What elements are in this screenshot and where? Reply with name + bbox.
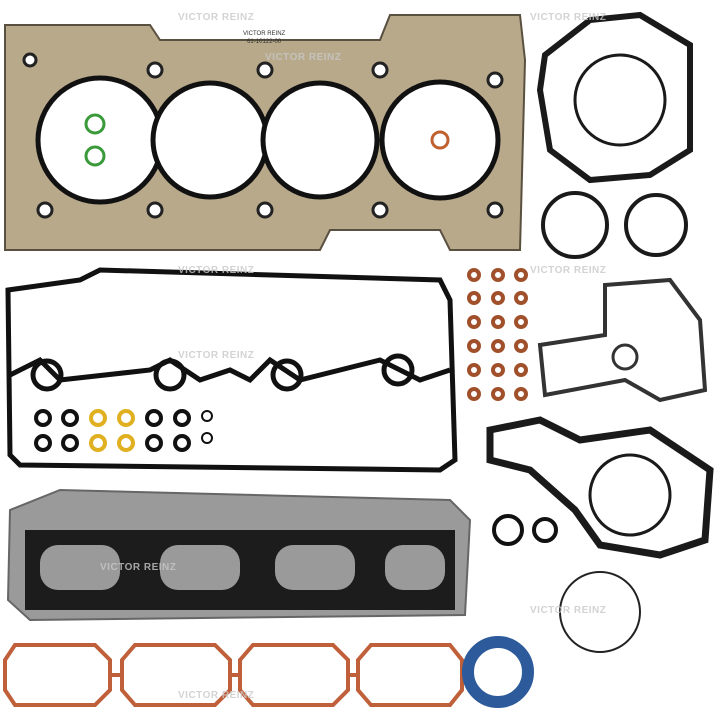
o-rings bbox=[34, 409, 213, 452]
housing-gasket bbox=[486, 416, 714, 559]
watermark: VICTOR REINZ bbox=[178, 690, 255, 701]
valve-stem-seals bbox=[467, 268, 528, 401]
watermark: VICTOR REINZ bbox=[178, 350, 255, 361]
exhaust-manifold-gasket bbox=[6, 488, 472, 622]
watermark: VICTOR REINZ bbox=[530, 12, 607, 23]
cylinder-head-gasket bbox=[4, 14, 527, 251]
watermark: VICTOR REINZ bbox=[530, 265, 607, 276]
water-pump-gasket bbox=[536, 11, 693, 184]
watermark: VICTOR REINZ bbox=[178, 12, 255, 23]
crankshaft-seal bbox=[462, 636, 534, 708]
stamp-part-number: 61-10122-00 bbox=[247, 39, 282, 45]
gasket-stamp: VICTOR REINZ 61-10122-00 bbox=[243, 30, 285, 46]
watermark: VICTOR REINZ bbox=[265, 52, 342, 63]
stamp-brand: VICTOR REINZ bbox=[243, 31, 286, 37]
thermostat-gasket bbox=[537, 277, 708, 403]
watermark: VICTOR REINZ bbox=[178, 265, 255, 276]
watermark: VICTOR REINZ bbox=[100, 562, 177, 573]
valve-cover-gasket bbox=[5, 267, 458, 473]
watermark: VICTOR REINZ bbox=[530, 605, 607, 616]
intake-manifold-gaskets bbox=[3, 643, 464, 707]
